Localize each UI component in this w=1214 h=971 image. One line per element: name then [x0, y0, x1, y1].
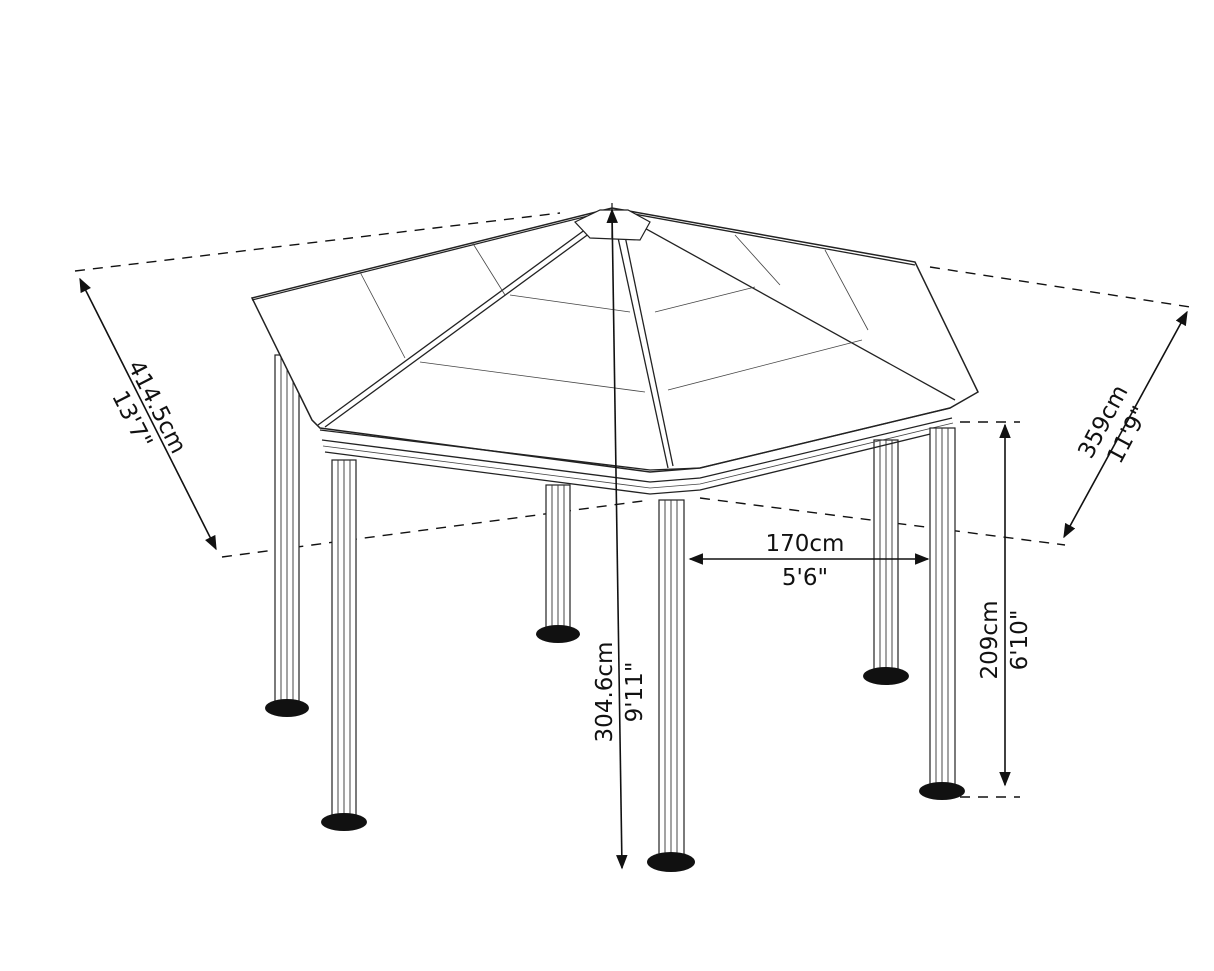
dimension-line-flat [1063, 310, 1188, 539]
post-base [863, 667, 909, 685]
side-length-imperial: 5'6" [782, 565, 828, 591]
dimension-line-diagonal [79, 277, 217, 551]
post-base [919, 782, 965, 800]
post-height-imperial: 6'10" [1007, 610, 1033, 671]
post-back-left [265, 354, 309, 717]
post-front-left [321, 459, 367, 831]
total-height-imperial: 9'11" [622, 662, 648, 723]
post-front-center [647, 499, 695, 872]
post-base [536, 625, 580, 643]
post-height-metric: 209cm [977, 601, 1003, 680]
post-base [265, 699, 309, 717]
post-base [321, 813, 367, 831]
total-height-metric: 304.6cm [592, 642, 618, 743]
post-back-right [863, 439, 909, 685]
post-back-center [536, 484, 580, 643]
post-front-right [919, 427, 965, 800]
side-length-metric: 170cm [766, 531, 845, 557]
post-base [647, 852, 695, 872]
dimension-line-total-height [606, 208, 628, 870]
